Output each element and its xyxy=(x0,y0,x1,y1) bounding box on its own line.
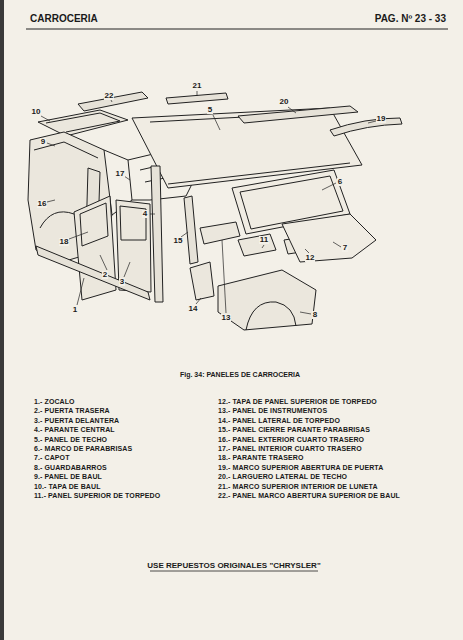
parts-list-item: 15.- PANEL CIERRE PARANTE PARABRISAS xyxy=(218,426,370,434)
parts-list-item: 9.- PANEL DE BAUL xyxy=(34,473,102,481)
callout-number: 8 xyxy=(312,311,318,320)
panel-outline xyxy=(246,302,296,330)
panel-outline xyxy=(69,232,88,239)
callout-number: 13 xyxy=(221,314,232,323)
callout-number: 9 xyxy=(40,138,46,147)
panel-outline xyxy=(150,214,155,215)
panel-outline xyxy=(213,115,220,130)
callout-number: 4 xyxy=(142,210,148,219)
parts-list-item: 3.- PUERTA DELANTERA xyxy=(34,417,119,425)
parts-list-item: 19.- MARCO SUPERIOR ABERTURA DE PUERTA xyxy=(218,464,383,472)
parts-list-item: 11.- PANEL SUPERIOR DE TORPEDO xyxy=(34,492,160,500)
panel-outline xyxy=(288,107,296,113)
callout-number: 17 xyxy=(115,170,126,179)
callout-number: 2 xyxy=(102,271,108,280)
footer-note: USE REPUESTOS ORIGINALES "CHRYSLER" xyxy=(147,562,320,571)
parts-list-item: 1.- ZOCALO xyxy=(34,398,75,406)
panel-outline xyxy=(74,196,116,300)
parts-list-item: 22.- PANEL MARCO ABERTURA SUPERIOR DE BA… xyxy=(218,492,400,500)
parts-list-item: 14.- PANEL LATERAL DE TORPEDO xyxy=(218,417,340,425)
parts-list-item: 5.- PANEL DE TECHO xyxy=(34,436,107,444)
callout-number: 6 xyxy=(337,178,343,187)
callout-number: 21 xyxy=(192,82,203,91)
parts-list-item: 20.- LARGUERO LATERAL DE TECHO xyxy=(218,473,347,481)
panel-outline xyxy=(238,106,358,123)
callout-number: 10 xyxy=(31,108,42,117)
parts-list-item: 18.- PARANTE TRASERO xyxy=(218,454,304,462)
callout-number: 1 xyxy=(72,306,78,315)
panel-outline xyxy=(47,200,55,202)
panel-outline xyxy=(238,234,276,256)
panels xyxy=(28,92,402,330)
panel-outline xyxy=(222,240,226,313)
panel-outline xyxy=(184,196,198,264)
parts-list-item: 21.- MARCO SUPERIOR INTERIOR DE LUNETA xyxy=(218,483,378,491)
panel-outline xyxy=(46,113,120,132)
parts-list-item: 17.- PANEL INTERIOR CUARTO TRASERO xyxy=(218,445,362,453)
panel-outline xyxy=(196,298,201,304)
panel-outline xyxy=(282,214,376,262)
panel-outline xyxy=(151,166,163,302)
callout-number: 14 xyxy=(188,305,199,314)
callout-number: 20 xyxy=(279,98,290,107)
parts-list-item: 8.- GUARDABARROS xyxy=(34,464,107,472)
callout-number: 18 xyxy=(59,238,70,247)
panel-outline xyxy=(218,270,316,330)
callout-number: 7 xyxy=(342,244,348,253)
panel-outline xyxy=(333,242,341,247)
panel-outline xyxy=(47,143,55,146)
callout-number: 3 xyxy=(119,278,125,287)
callout-number: 12 xyxy=(305,254,316,263)
parts-list-item: 10.- TAPA DE BAUL xyxy=(34,483,101,491)
panel-outline xyxy=(38,110,128,136)
parts-list-item: 12.- TAPA DE PANEL SUPERIOR DE TORPEDO xyxy=(218,398,377,406)
panel-outline xyxy=(190,262,214,300)
parts-list-item: 4.- PARANTE CENTRAL xyxy=(34,426,115,434)
callout-number: 15 xyxy=(173,237,184,246)
callout-number: 16 xyxy=(37,200,48,209)
panel-outline xyxy=(78,92,148,111)
page-header: CARROCERIA xyxy=(30,13,98,24)
panel-outline xyxy=(197,91,198,96)
parts-list-item: 16.- PANEL EXTERIOR CUARTO TRASERO xyxy=(218,436,364,444)
parts-list-item: 2.- PUERTA TRASERA xyxy=(34,407,110,415)
callout-number: 22 xyxy=(104,92,115,101)
panel-outline xyxy=(300,312,311,314)
leader-lines xyxy=(41,91,376,314)
panel-outline xyxy=(322,183,336,190)
header-rule xyxy=(26,29,448,30)
callout-number: 11 xyxy=(259,236,269,245)
page-edge xyxy=(0,0,4,640)
panel-outline xyxy=(330,118,402,136)
parts-list-item: 6.- MARCO DE PARABRISAS xyxy=(34,445,132,453)
panel-outline xyxy=(41,116,50,121)
panel-outline xyxy=(124,262,130,277)
panel-outline xyxy=(262,245,264,248)
footer-underline xyxy=(150,571,318,572)
panel-outline xyxy=(200,222,240,244)
panel-outline xyxy=(80,203,108,246)
callout-number: 19 xyxy=(376,115,387,124)
figure-caption: Fig. 34: PANELES DE CARROCERIA xyxy=(180,371,300,379)
parts-list-item: 7.- CAPOT xyxy=(34,454,70,462)
page-number: PAG. Nº 23 - 33 xyxy=(375,13,446,24)
panel-outline xyxy=(100,255,107,270)
panel-outline xyxy=(116,200,151,292)
panel-outline xyxy=(36,246,150,300)
panel-outline xyxy=(77,278,84,305)
parts-list-item: 13.- PANEL DE INSTRUMENTOS xyxy=(218,407,327,415)
panel-outline xyxy=(305,249,309,253)
callout-number: 5 xyxy=(207,106,213,115)
